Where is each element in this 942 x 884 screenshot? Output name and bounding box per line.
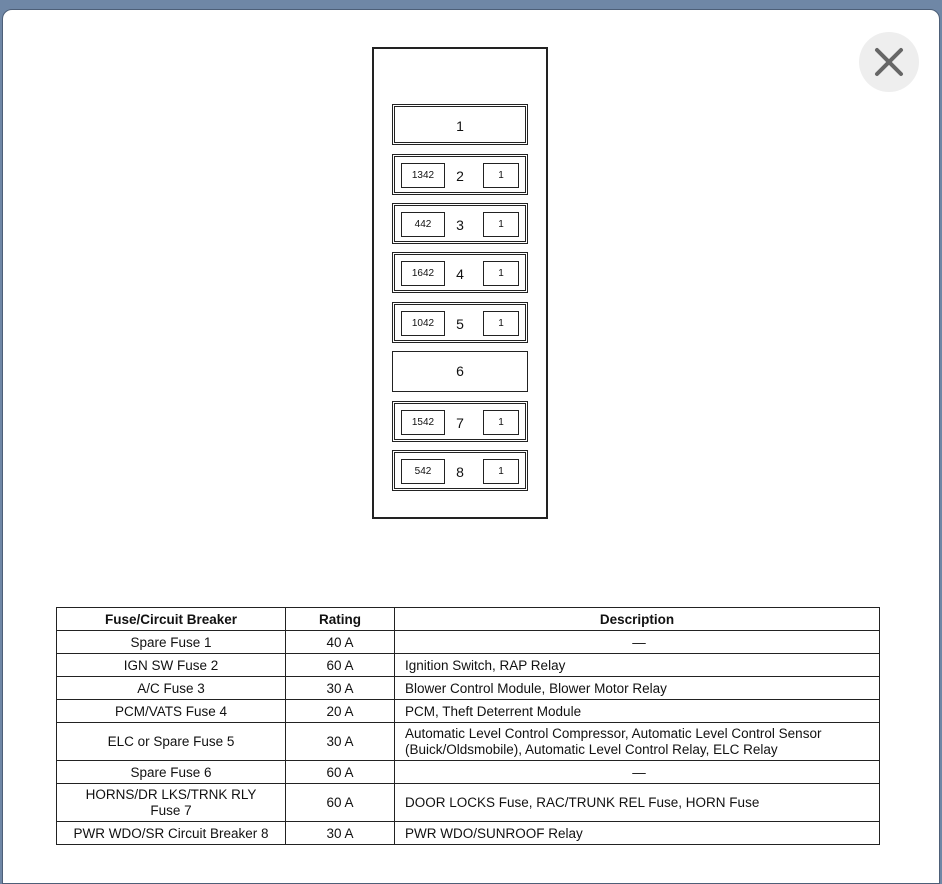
fuse-slot-8: 542 8 1 bbox=[392, 450, 528, 491]
fuse-slot-4: 1642 4 1 bbox=[392, 252, 528, 293]
fuse-name-cell: PCM/VATS Fuse 4 bbox=[56, 699, 286, 723]
fuse-name-cell: A/C Fuse 3 bbox=[56, 676, 286, 700]
table-row: ELC or Spare Fuse 5 30 A Automatic Level… bbox=[56, 722, 880, 761]
description-cell: Ignition Switch, RAP Relay bbox=[394, 653, 880, 677]
table-header-row: Fuse/Circuit Breaker Rating Description bbox=[56, 607, 880, 631]
fuse-name-cell: IGN SW Fuse 2 bbox=[56, 653, 286, 677]
rating-cell: 60 A bbox=[285, 760, 395, 784]
circuit-count: 1 bbox=[483, 163, 519, 188]
circuit-code: 442 bbox=[401, 212, 445, 237]
circuit-code: 1642 bbox=[401, 261, 445, 286]
rating-cell: 60 A bbox=[285, 783, 395, 822]
description-cell: — bbox=[394, 760, 880, 784]
slot-number: 7 bbox=[456, 415, 464, 431]
slot-number: 2 bbox=[456, 168, 464, 184]
table-row: IGN SW Fuse 2 60 A Ignition Switch, RAP … bbox=[56, 653, 880, 677]
circuit-count: 1 bbox=[483, 311, 519, 336]
fuse-name-cell: Spare Fuse 1 bbox=[56, 630, 286, 654]
fuse-block-diagram: 1 1342 2 1 442 3 1 1642 4 1 1042 5 1 6 1… bbox=[372, 47, 548, 519]
fuse-slot-2: 1342 2 1 bbox=[392, 154, 528, 195]
slot-number: 1 bbox=[456, 118, 464, 134]
fuse-table: Fuse/Circuit Breaker Rating Description … bbox=[56, 607, 880, 845]
fuse-name-cell: ELC or Spare Fuse 5 bbox=[56, 722, 286, 761]
rating-cell: 40 A bbox=[285, 630, 395, 654]
table-row: PCM/VATS Fuse 4 20 A PCM, Theft Deterren… bbox=[56, 699, 880, 723]
slot-number: 8 bbox=[456, 464, 464, 480]
table-row: Spare Fuse 1 40 A — bbox=[56, 630, 880, 654]
fuse-slot-7: 1542 7 1 bbox=[392, 401, 528, 442]
fuse-slot-5: 1042 5 1 bbox=[392, 302, 528, 343]
description-line: Automatic Level Control Compressor, Auto… bbox=[405, 725, 822, 741]
circuit-code: 1042 bbox=[401, 311, 445, 336]
image-viewer: 1 1342 2 1 442 3 1 1642 4 1 1042 5 1 6 1… bbox=[2, 9, 940, 884]
description-cell: PWR WDO/SUNROOF Relay bbox=[394, 821, 880, 845]
close-icon bbox=[875, 48, 903, 76]
fuse-name-cell: HORNS/DR LKS/TRNK RLY Fuse 7 bbox=[56, 783, 286, 822]
column-header-fuse: Fuse/Circuit Breaker bbox=[56, 607, 286, 631]
circuit-count: 1 bbox=[483, 212, 519, 237]
slot-number: 5 bbox=[456, 316, 464, 332]
description-cell: Automatic Level Control Compressor, Auto… bbox=[394, 722, 880, 761]
rating-cell: 30 A bbox=[285, 821, 395, 845]
slot-number: 3 bbox=[456, 217, 464, 233]
fuse-name-line: HORNS/DR LKS/TRNK RLY bbox=[85, 786, 257, 802]
rating-cell: 60 A bbox=[285, 653, 395, 677]
description-cell: DOOR LOCKS Fuse, RAC/TRUNK REL Fuse, HOR… bbox=[394, 783, 880, 822]
table-row: A/C Fuse 3 30 A Blower Control Module, B… bbox=[56, 676, 880, 700]
close-button[interactable] bbox=[859, 32, 919, 92]
column-header-description: Description bbox=[394, 607, 880, 631]
rating-cell: 30 A bbox=[285, 722, 395, 761]
fuse-name-cell: PWR WDO/SR Circuit Breaker 8 bbox=[56, 821, 286, 845]
rating-cell: 20 A bbox=[285, 699, 395, 723]
rating-cell: 30 A bbox=[285, 676, 395, 700]
table-row: Spare Fuse 6 60 A — bbox=[56, 760, 880, 784]
column-header-rating: Rating bbox=[285, 607, 395, 631]
fuse-slot-6: 6 bbox=[392, 351, 528, 392]
circuit-count: 1 bbox=[483, 261, 519, 286]
fuse-name-line: Fuse 7 bbox=[150, 802, 192, 818]
description-cell: Blower Control Module, Blower Motor Rela… bbox=[394, 676, 880, 700]
description-line: (Buick/Oldsmobile), Automatic Level Cont… bbox=[405, 741, 778, 757]
slot-number: 6 bbox=[456, 363, 464, 379]
circuit-code: 1342 bbox=[401, 163, 445, 188]
slot-number: 4 bbox=[456, 266, 464, 282]
table-row: PWR WDO/SR Circuit Breaker 8 30 A PWR WD… bbox=[56, 821, 880, 845]
description-cell: PCM, Theft Deterrent Module bbox=[394, 699, 880, 723]
circuit-code: 542 bbox=[401, 459, 445, 484]
fuse-name-cell: Spare Fuse 6 bbox=[56, 760, 286, 784]
fuse-slot-3: 442 3 1 bbox=[392, 203, 528, 244]
description-cell: — bbox=[394, 630, 880, 654]
fuse-slot-1: 1 bbox=[392, 104, 528, 145]
table-row: HORNS/DR LKS/TRNK RLY Fuse 7 60 A DOOR L… bbox=[56, 783, 880, 822]
circuit-code: 1542 bbox=[401, 410, 445, 435]
circuit-count: 1 bbox=[483, 459, 519, 484]
circuit-count: 1 bbox=[483, 410, 519, 435]
